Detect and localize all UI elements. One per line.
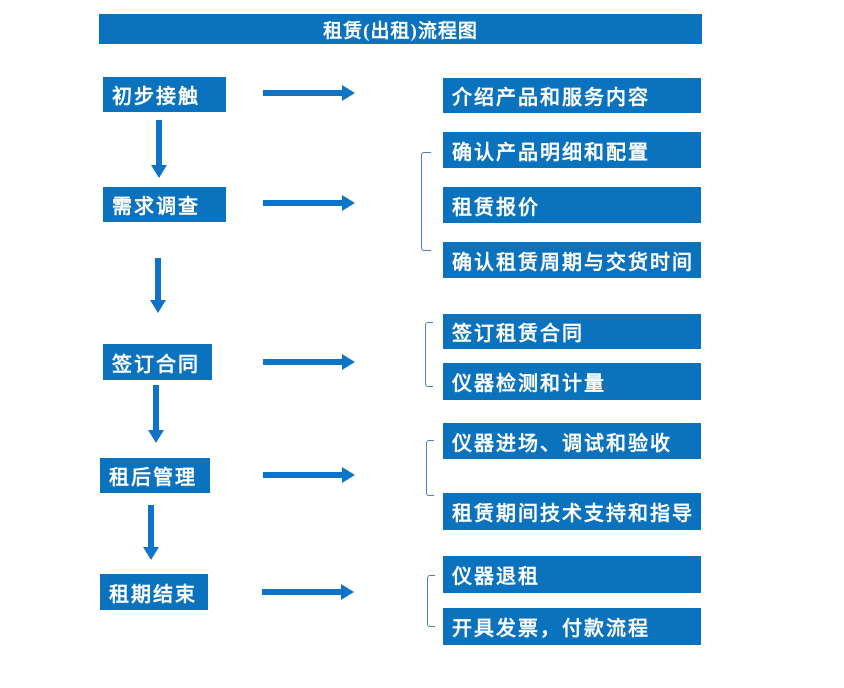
arrow-head-icon bbox=[341, 584, 354, 600]
group-bracket-sign-contract bbox=[425, 322, 433, 387]
right-arrow-rental-end bbox=[262, 584, 354, 600]
arrow-head-icon bbox=[151, 165, 167, 178]
right-arrow-initial-contact bbox=[263, 85, 355, 101]
right-arrow-sign-contract bbox=[263, 354, 355, 370]
detail-box-technical-support: 租赁期间技术支持和指导 bbox=[443, 493, 701, 530]
arrow-shaft bbox=[263, 472, 344, 478]
down-arrow-4 bbox=[143, 505, 159, 560]
arrow-head-icon bbox=[150, 300, 166, 313]
stage-box-rental-end: 租期结束 bbox=[100, 574, 208, 610]
arrow-head-icon bbox=[342, 467, 355, 483]
detail-box-rental-quote: 租赁报价 bbox=[443, 187, 701, 223]
arrow-shaft bbox=[155, 258, 161, 302]
arrow-shaft bbox=[263, 90, 344, 96]
arrow-shaft bbox=[262, 589, 343, 595]
group-bracket-post-rental-management bbox=[426, 440, 434, 496]
detail-box-instrument-setup: 仪器进场、调试和验收 bbox=[443, 423, 701, 459]
flowchart-title: 租赁(出租)流程图 bbox=[99, 14, 702, 44]
detail-box-introduce-products: 介绍产品和服务内容 bbox=[443, 78, 701, 113]
stage-box-sign-contract: 签订合同 bbox=[103, 344, 212, 380]
detail-box-instrument-return: 仪器退租 bbox=[443, 556, 701, 593]
arrow-shaft bbox=[263, 359, 344, 365]
stage-box-demand-survey: 需求调查 bbox=[103, 187, 226, 222]
arrow-head-icon bbox=[342, 85, 355, 101]
stage-box-initial-contact: 初步接触 bbox=[103, 77, 226, 112]
group-bracket-rental-end bbox=[427, 575, 435, 627]
detail-box-instrument-inspection: 仪器检测和计量 bbox=[443, 363, 701, 400]
right-arrow-demand-survey bbox=[263, 195, 355, 211]
down-arrow-3 bbox=[148, 385, 164, 443]
arrow-head-icon bbox=[148, 430, 164, 443]
arrow-shaft bbox=[148, 505, 154, 549]
stage-box-post-rental-management: 租后管理 bbox=[100, 458, 210, 493]
arrow-shaft bbox=[263, 200, 344, 206]
detail-box-confirm-product-details: 确认产品明细和配置 bbox=[443, 132, 701, 168]
arrow-shaft bbox=[153, 385, 159, 432]
detail-box-invoice-payment: 开具发票，付款流程 bbox=[443, 608, 701, 645]
detail-box-sign-rental-contract: 签订租赁合同 bbox=[443, 314, 701, 349]
down-arrow-2 bbox=[150, 258, 166, 313]
arrow-head-icon bbox=[342, 354, 355, 370]
group-bracket-demand-survey bbox=[421, 152, 431, 251]
arrow-head-icon bbox=[342, 195, 355, 211]
arrow-head-icon bbox=[143, 547, 159, 560]
down-arrow-1 bbox=[151, 120, 167, 178]
right-arrow-post-rental-management bbox=[263, 467, 355, 483]
detail-box-confirm-rental-period: 确认租赁周期与交货时间 bbox=[443, 242, 701, 278]
arrow-shaft bbox=[156, 120, 162, 167]
